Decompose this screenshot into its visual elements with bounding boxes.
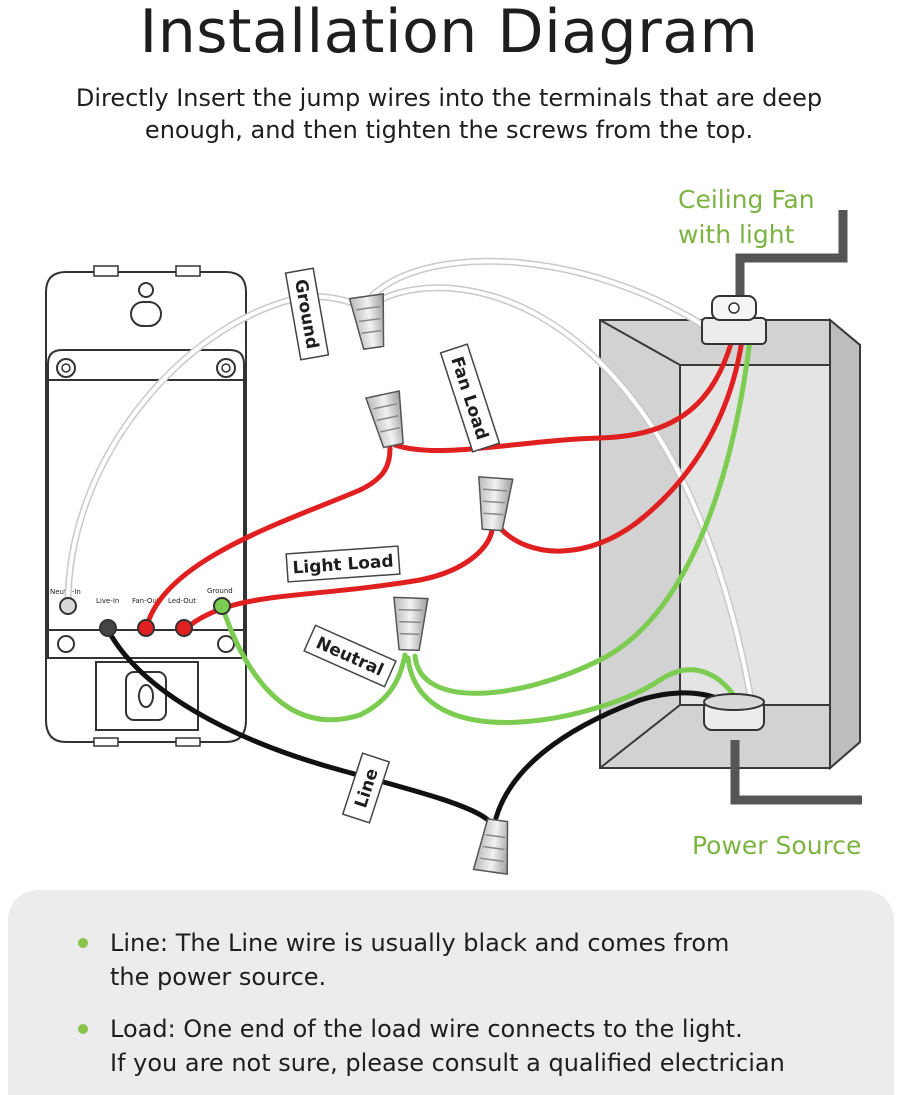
note-line: Load: One end of the load wire connects … bbox=[110, 1015, 743, 1043]
fan-conduit bbox=[735, 210, 848, 298]
wire-red-fan-load bbox=[392, 337, 735, 454]
note-line: Line: The Line wire is usually black and… bbox=[110, 929, 730, 957]
wire-nut-light-load bbox=[478, 476, 514, 532]
wire-nut-ground bbox=[348, 293, 385, 350]
wiring-diagram: Neutr -In Live-In Fan-Out Led-Out Ground bbox=[45, 185, 862, 875]
bullet-icon bbox=[78, 1024, 88, 1034]
wire-black-live-in bbox=[105, 627, 491, 823]
tag-light-load: Light Load bbox=[285, 545, 401, 583]
notes-panel: Line: The Line wire is usually black and… bbox=[8, 890, 894, 1095]
tag-neutral: Neutral bbox=[303, 624, 397, 688]
page-title: Installation Diagram bbox=[139, 0, 759, 67]
note-text: Line: The Line wire is usually black and… bbox=[110, 926, 850, 994]
label-ceiling-fan: Ceiling Fan bbox=[678, 185, 815, 214]
tag-ground: Ground bbox=[284, 267, 330, 361]
source-connector bbox=[703, 693, 765, 731]
wire-red-light-load bbox=[497, 337, 745, 554]
wire-green-to-fan bbox=[412, 337, 753, 696]
note-line: If you are not sure, please consult a qu… bbox=[110, 1049, 785, 1077]
bullet-icon bbox=[78, 938, 88, 948]
tag-fan-load: Fan Load bbox=[439, 343, 501, 453]
terminal-label-ground: Ground bbox=[207, 587, 233, 595]
switch-terminals bbox=[59, 597, 231, 637]
label-power-source: Power Source bbox=[692, 831, 861, 860]
tag-line: Line bbox=[341, 752, 391, 824]
note-text: Load: One end of the load wire connects … bbox=[110, 1012, 850, 1080]
subtitle-line: enough, and then tighten the screws from… bbox=[144, 116, 754, 144]
page-subtitle: Directly Insert the jump wires into the … bbox=[40, 82, 858, 146]
wire-black-source bbox=[493, 690, 735, 821]
wire-nut-fan-load bbox=[364, 390, 404, 449]
terminal-label-led-out: Led-Out bbox=[168, 597, 196, 605]
fan-connector bbox=[701, 295, 767, 345]
wire-red-fan-out bbox=[143, 445, 393, 633]
wire-nut-line bbox=[472, 818, 509, 875]
terminal-label-fan-out: Fan-Out bbox=[132, 597, 160, 605]
wire-nut-neutral bbox=[393, 596, 429, 652]
note-line: the power source. bbox=[110, 963, 327, 991]
wire-green-ground bbox=[219, 603, 408, 723]
smart-switch bbox=[45, 265, 247, 747]
terminal-label-live-in: Live-In bbox=[96, 597, 119, 605]
label-with-light: with light bbox=[678, 220, 795, 249]
subtitle-line: Directly Insert the jump wires into the … bbox=[75, 84, 823, 112]
power-conduit bbox=[730, 740, 862, 805]
wire-green-to-source bbox=[405, 655, 743, 725]
